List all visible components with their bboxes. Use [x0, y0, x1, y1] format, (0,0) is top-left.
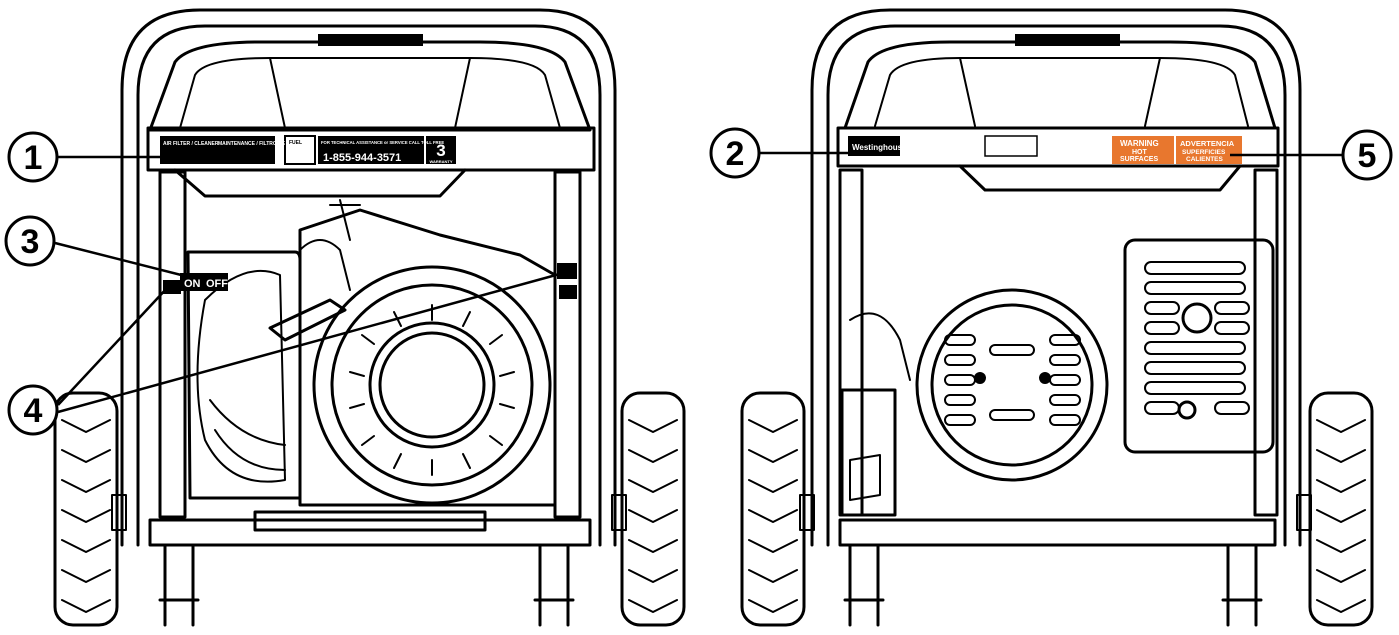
air-cleaner-text: AIR FILTER / CLEANER [163, 141, 219, 147]
phone-number: 1-855-944-3571 [323, 152, 401, 164]
advertencia-title: ADVERTENCIA [1180, 139, 1235, 148]
callout-5-number: 5 [1358, 137, 1377, 175]
callout-1-number: 1 [24, 139, 43, 177]
left-generator: ON OFF [53, 8, 686, 627]
callout-2-number: 2 [726, 135, 745, 173]
callout-5: 5 [1341, 129, 1393, 181]
callout-2: 2 [709, 127, 761, 179]
callout-4-number: 4 [24, 392, 43, 430]
advertencia-line1: SUPERFICIES [1182, 149, 1226, 156]
switch-off-label: OFF [206, 278, 228, 290]
maintenance-text: MAINTENANCE / FILTRO DE AIRE [218, 141, 299, 147]
warranty-word: WARRANTY [429, 159, 452, 164]
callout-3: 3 [4, 215, 56, 267]
warning-line1: HOT [1132, 149, 1148, 156]
warning-title: WARNING [1120, 139, 1159, 148]
callout-1: 1 [7, 131, 59, 183]
left-control-panel-label: AIR FILTER / CLEANER MAINTENANCE / FILTR… [163, 140, 453, 164]
warranty-number: 3 [436, 141, 445, 160]
callout-4: 4 [7, 384, 59, 436]
brand-label: Westinghouse [852, 143, 907, 152]
assistance-text: FOR TECHNICAL ASSISTANCE or SERVICE CALL… [321, 140, 444, 145]
callout-leaders [54, 151, 1342, 414]
callout-3-number: 3 [21, 223, 40, 261]
warning-line2: SURFACES [1120, 156, 1158, 163]
advertencia-line2: CALIENTES [1186, 156, 1224, 163]
switch-on-label: ON [184, 278, 201, 290]
fuel-text: FUEL [289, 140, 302, 146]
right-generator: Westinghouse WARNING HOT SURFACES ADVERT… [740, 8, 1374, 627]
